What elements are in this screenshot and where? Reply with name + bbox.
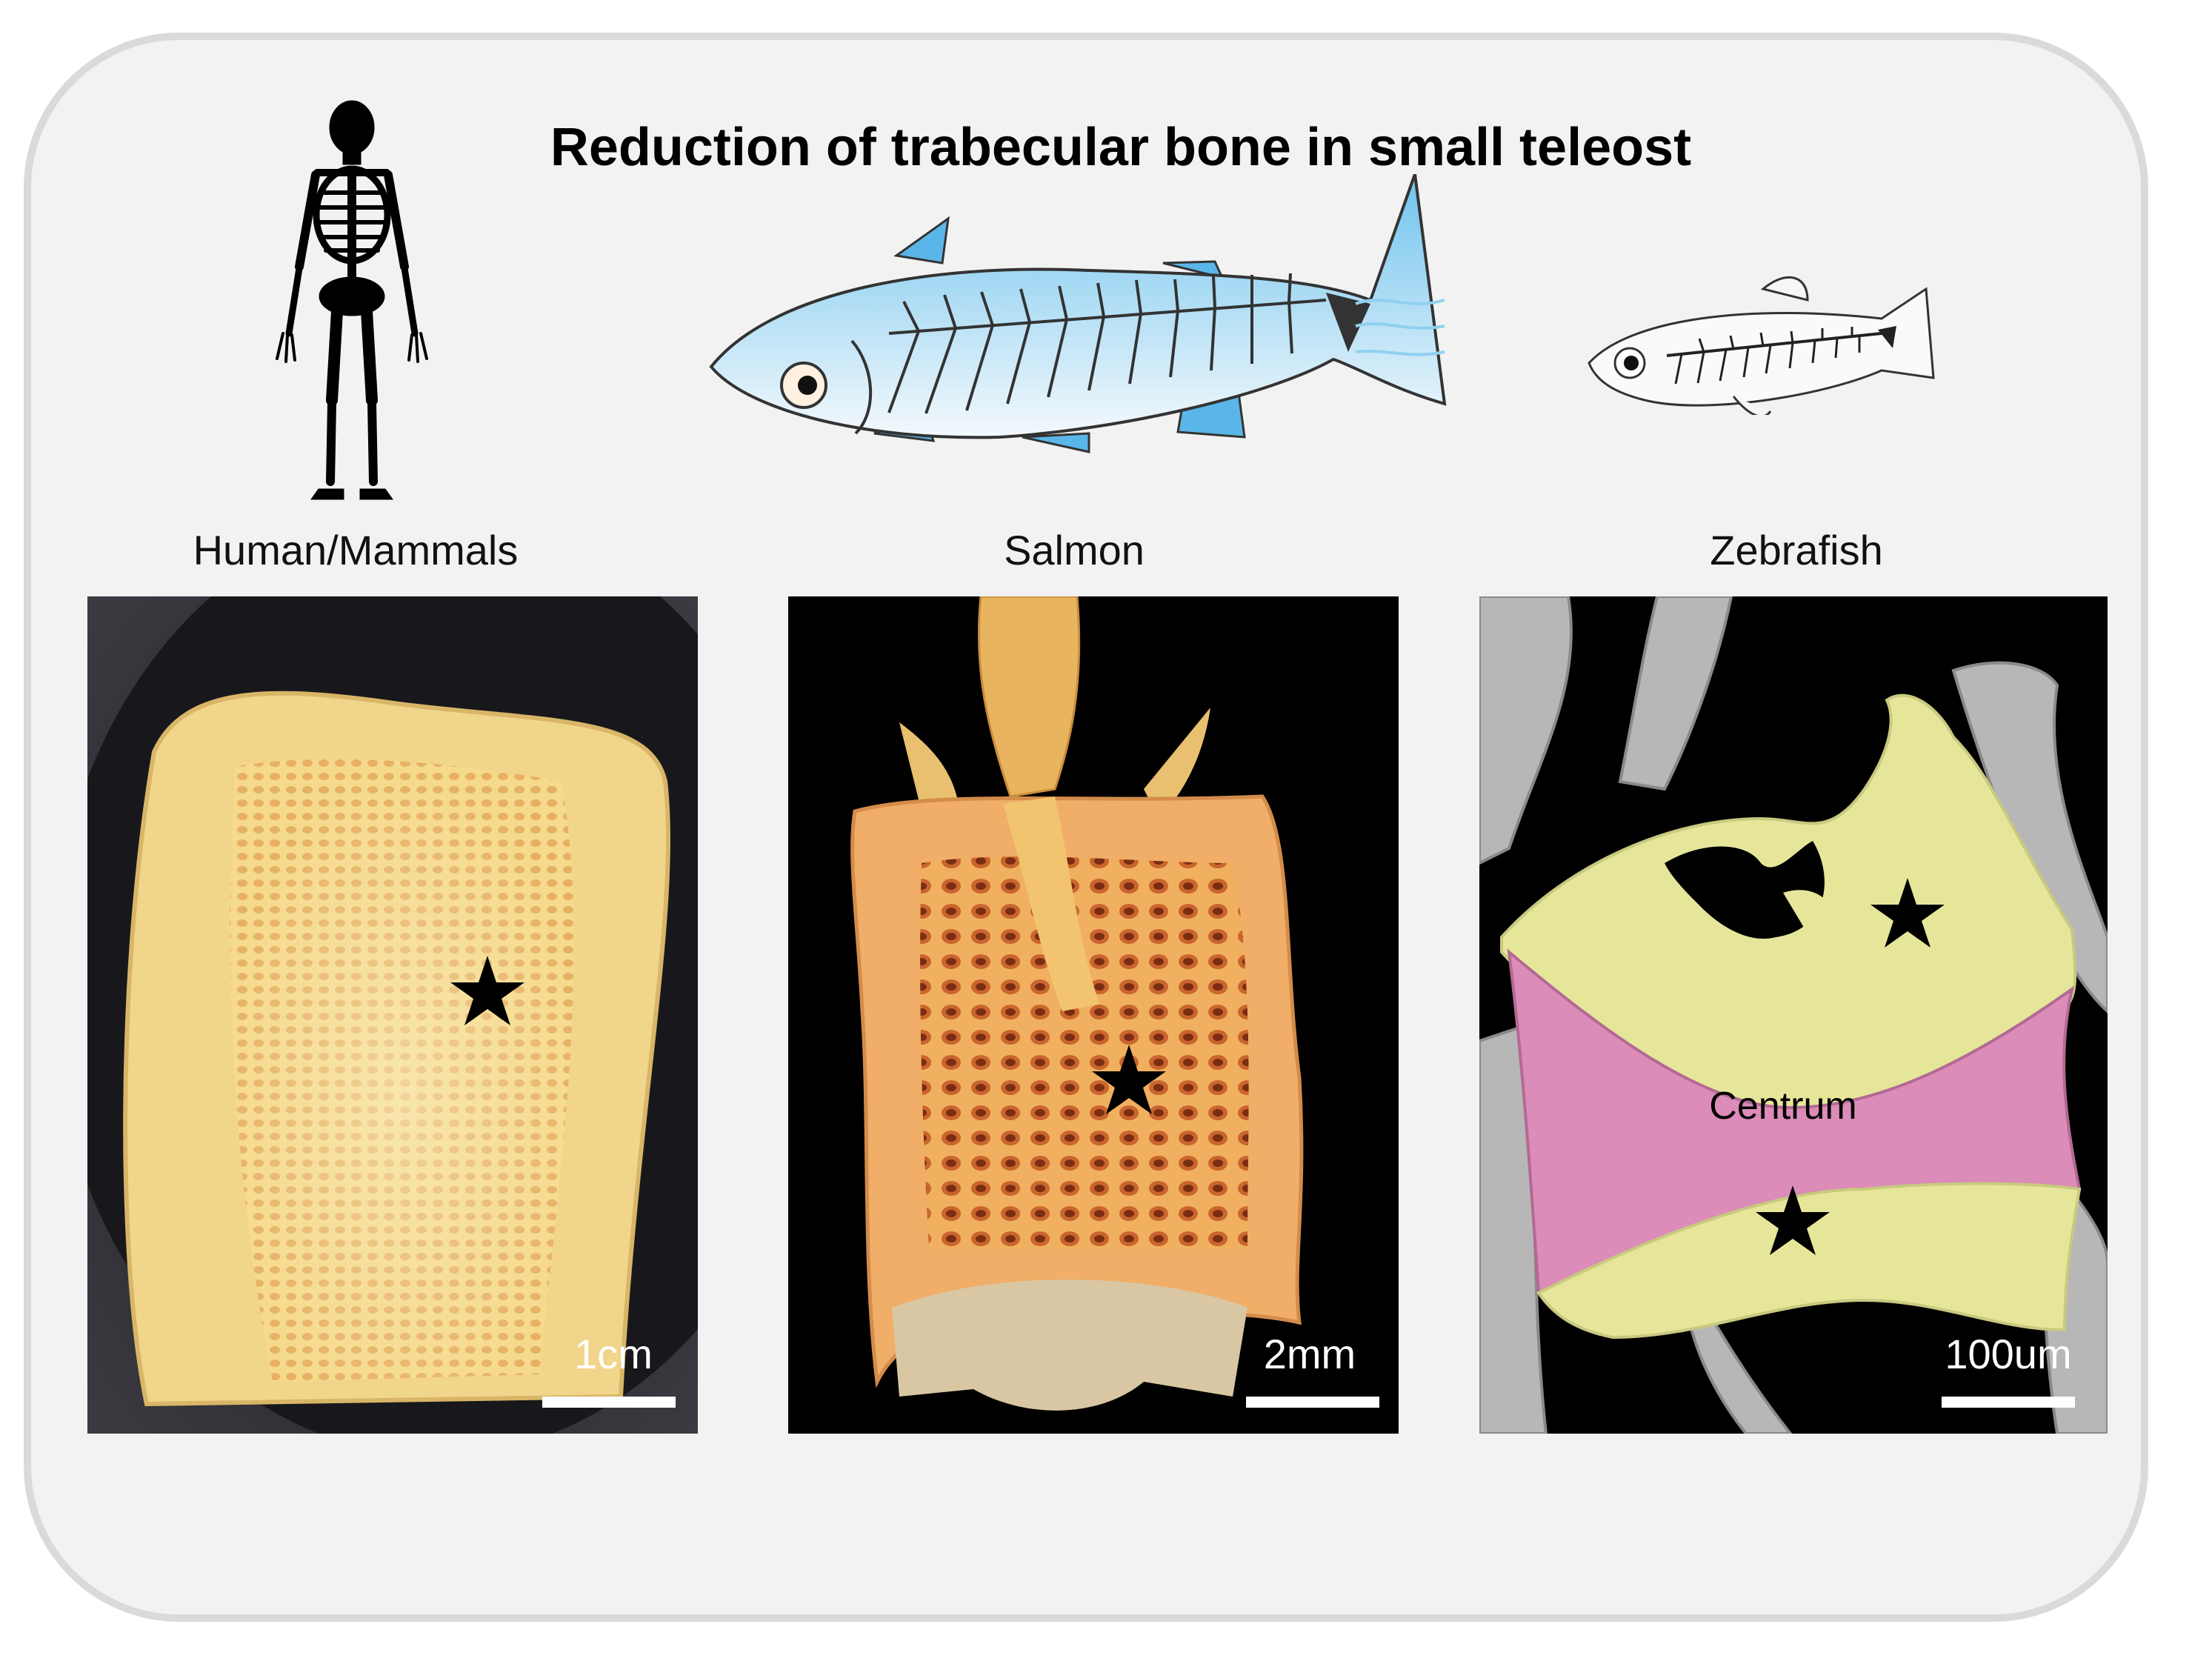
panel-label-zebrafish: Zebrafish bbox=[1710, 527, 1883, 573]
panel-label-salmon: Salmon bbox=[1004, 527, 1145, 573]
panel-human-bone: 1cm bbox=[87, 596, 698, 1434]
scale-bar-salmon bbox=[1246, 1397, 1379, 1408]
haemal-arch-zebrafish bbox=[1536, 1182, 2082, 1340]
zebrafish-icon bbox=[1588, 276, 1935, 415]
panel-salmon-bone: 2mm bbox=[788, 596, 1399, 1434]
scale-bar-zebrafish bbox=[1942, 1397, 2075, 1408]
scale-label-salmon: 2mm bbox=[1263, 1331, 1356, 1377]
trabecular-region-salmon bbox=[920, 856, 1249, 1248]
star-marker-zebrafish-lower bbox=[1756, 1185, 1830, 1255]
star-marker-zebrafish-upper bbox=[1870, 878, 1945, 948]
scale-bar-human bbox=[542, 1397, 676, 1408]
human-skeleton-icon bbox=[276, 100, 428, 500]
scale-label-human: 1cm bbox=[574, 1331, 653, 1377]
panel-zebrafish-bone: Centrum 100um bbox=[1479, 596, 2108, 1434]
panel-label-human: Human/Mammals bbox=[193, 527, 519, 573]
scale-label-zebrafish: 100um bbox=[1945, 1331, 2072, 1377]
centrum-label: Centrum bbox=[1709, 1085, 1856, 1128]
star-marker-human bbox=[450, 956, 524, 1025]
star-marker-salmon bbox=[1092, 1045, 1166, 1114]
figure-title: Reduction of trabecular bone in small te… bbox=[550, 118, 1692, 177]
salmon-icon bbox=[709, 174, 1447, 453]
